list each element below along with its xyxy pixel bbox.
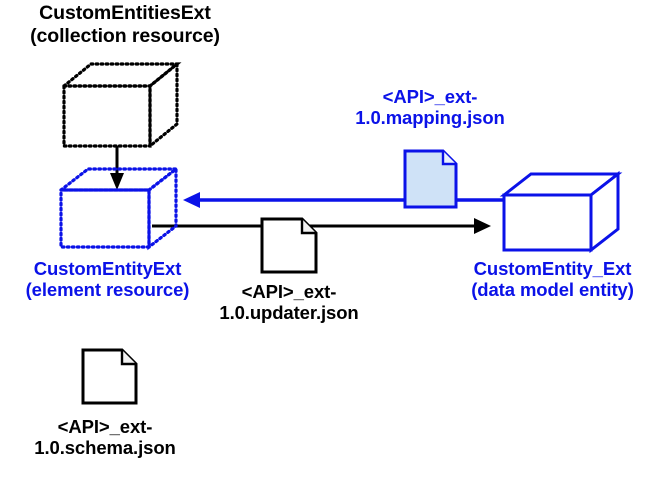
label-element-resource: CustomEntityExt (element resource) xyxy=(0,258,215,301)
label-mapping-file-line1: <API>_ext- xyxy=(382,86,478,107)
label-schema-file-line1: <API>_ext- xyxy=(57,416,153,437)
label-mapping-file-line2: 1.0.mapping.json xyxy=(355,107,505,129)
label-updater-file-line1: <API>_ext- xyxy=(241,281,337,302)
label-mapping-file: <API>_ext- 1.0.mapping.json xyxy=(330,86,530,129)
label-schema-file-line2: 1.0.schema.json xyxy=(34,437,176,459)
label-data-model-entity: CustomEntity_Ext (data model entity) xyxy=(448,258,657,301)
node-mapping-file-document xyxy=(403,149,458,209)
edge-element-to-datamodel xyxy=(152,218,491,234)
label-updater-file-line2: 1.0.updater.json xyxy=(219,302,359,324)
label-data-model-entity-line1: CustomEntity_Ext xyxy=(473,258,632,279)
label-collection-resource: CustomEntitiesExt (collection resource) xyxy=(0,2,250,47)
node-updater-file-document xyxy=(260,217,318,274)
node-data-model-entity-cube xyxy=(499,170,623,254)
label-updater-file: <API>_ext- 1.0.updater.json xyxy=(190,281,388,324)
node-element-resource-cube xyxy=(56,165,181,251)
node-schema-file-document xyxy=(81,348,138,405)
edge-collection-to-element xyxy=(110,146,124,190)
label-collection-resource-line1: CustomEntitiesExt xyxy=(39,2,211,24)
label-element-resource-line1: CustomEntityExt xyxy=(33,258,182,279)
label-collection-resource-line2: (collection resource) xyxy=(30,24,220,47)
node-collection-resource-cube xyxy=(59,60,182,150)
label-data-model-entity-line2: (data model entity) xyxy=(471,279,634,301)
label-element-resource-line2: (element resource) xyxy=(25,279,190,301)
label-schema-file: <API>_ext- 1.0.schema.json xyxy=(6,416,204,459)
